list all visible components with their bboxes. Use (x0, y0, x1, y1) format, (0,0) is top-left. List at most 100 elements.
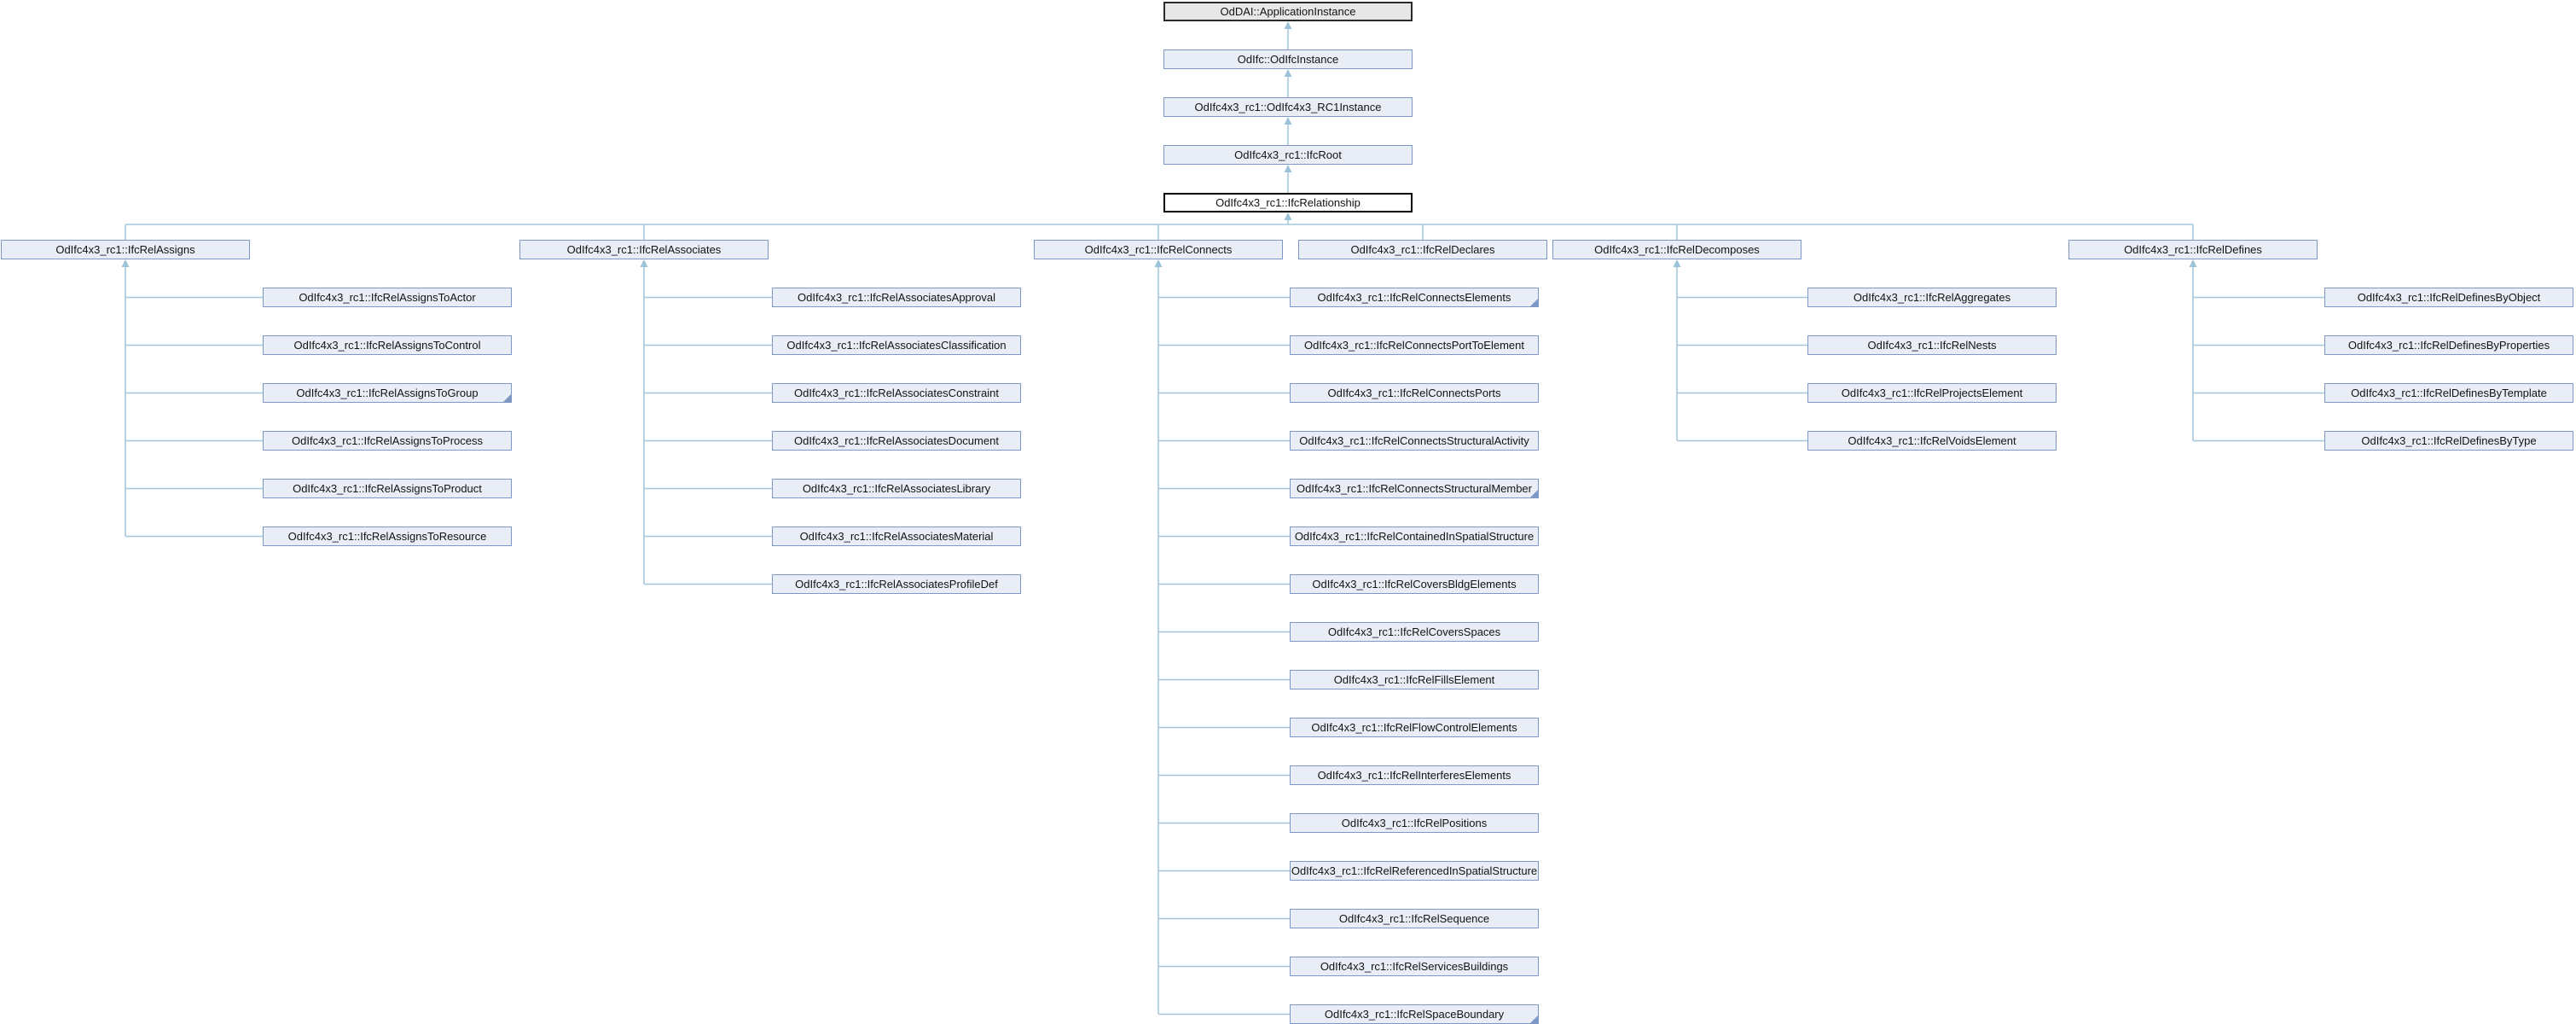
class-node-ifcrelassignstoresource[interactable]: OdIfc4x3_rc1::IfcRelAssignsToResource (263, 527, 512, 546)
class-name-label: OdIfc4x3_rc1::IfcRelContainedInSpatialSt… (1294, 530, 1535, 543)
class-node-ifcrelassignstoproduct[interactable]: OdIfc4x3_rc1::IfcRelAssignsToProduct (263, 479, 512, 498)
class-node-ifcrelservicesbuildings[interactable]: OdIfc4x3_rc1::IfcRelServicesBuildings (1290, 957, 1539, 976)
class-name-label: OdIfc4x3_rc1::IfcRelDefinesByProperties (2347, 339, 2550, 352)
arrowhead-icon (640, 259, 648, 267)
class-name-label: OdIfc4x3_rc1::IfcRelConnects (1084, 243, 1233, 256)
class-name-label: OdIfc4x3_rc1::IfcRelProjectsElement (1841, 387, 2023, 399)
class-name-label: OdIfc4x3_rc1::IfcRelConnectsPorts (1327, 387, 1501, 399)
class-name-label: OdIfc4x3_rc1::IfcRelDefines (2124, 243, 2262, 256)
arrowhead-icon (1154, 259, 1163, 267)
class-name-label: OdIfc4x3_rc1::IfcRelAggregates (1853, 291, 2011, 304)
class-node-ifcrelnests[interactable]: OdIfc4x3_rc1::IfcRelNests (1807, 335, 2057, 355)
class-node-ifcrelconnectsstructuralactivity[interactable]: OdIfc4x3_rc1::IfcRelConnectsStructuralAc… (1290, 431, 1539, 451)
class-name-label: OdDAI::ApplicationInstance (1220, 5, 1356, 18)
class-name-label: OdIfc4x3_rc1::IfcRelAssociatesLibrary (802, 482, 991, 495)
class-name-label: OdIfc4x3_rc1::IfcRelAssignsToProduct (293, 482, 482, 495)
class-name-label: OdIfc4x3_rc1::IfcRelServicesBuildings (1320, 960, 1509, 973)
class-name-label: OdIfc4x3_rc1::IfcRelAssociatesConstraint (794, 387, 999, 399)
class-node-ifcrelsequence[interactable]: OdIfc4x3_rc1::IfcRelSequence (1290, 909, 1539, 928)
class-node-ifcrelreferencedinspatialstructure[interactable]: OdIfc4x3_rc1::IfcRelReferencedInSpatialS… (1290, 861, 1539, 881)
class-node-ifcrelassociates[interactable]: OdIfc4x3_rc1::IfcRelAssociates (519, 240, 769, 259)
class-name-label: OdIfc4x3_rc1::IfcRelAssociatesProfileDef (795, 578, 998, 591)
class-name-label: OdIfc4x3_rc1::IfcRelConnectsElements (1317, 291, 1511, 304)
class-node-ifcreldefines[interactable]: OdIfc4x3_rc1::IfcRelDefines (2068, 240, 2318, 259)
class-name-label: OdIfc4x3_rc1::IfcRelAssociatesApproval (798, 291, 995, 304)
class-node-ifcreldefinesbyproperties[interactable]: OdIfc4x3_rc1::IfcRelDefinesByProperties (2324, 335, 2573, 355)
class-node-ifcrelassignstogroup[interactable]: OdIfc4x3_rc1::IfcRelAssignsToGroup (263, 383, 512, 403)
class-node-odifc4x3_rc1instance[interactable]: OdIfc4x3_rc1::OdIfc4x3_RC1Instance (1163, 97, 1413, 117)
class-node-ifcrelinterfereselements[interactable]: OdIfc4x3_rc1::IfcRelInterferesElements (1290, 765, 1539, 785)
class-name-label: OdIfc4x3_rc1::IfcRelFillsElement (1333, 673, 1495, 686)
class-name-label: OdIfc4x3_rc1::IfcRelFlowControlElements (1311, 721, 1517, 734)
arrowhead-icon (121, 259, 130, 267)
class-node-ifcrelconnectsstructuralmember[interactable]: OdIfc4x3_rc1::IfcRelConnectsStructuralMe… (1290, 479, 1539, 498)
class-name-label: OdIfc4x3_rc1::IfcRelAssociatesDocument (794, 434, 999, 447)
class-node-ifcrelcontainedinspatialstructure[interactable]: OdIfc4x3_rc1::IfcRelContainedInSpatialSt… (1290, 527, 1539, 546)
class-name-label: OdIfc4x3_rc1::IfcRelAssignsToProcess (292, 434, 483, 447)
class-node-ifcrelassignstoactor[interactable]: OdIfc4x3_rc1::IfcRelAssignsToActor (263, 288, 512, 307)
class-node-ifcrelassociateslibrary[interactable]: OdIfc4x3_rc1::IfcRelAssociatesLibrary (772, 479, 1021, 498)
class-name-label: OdIfc4x3_rc1::IfcRelDefinesByType (2361, 434, 2537, 447)
class-node-ifcrelpositions[interactable]: OdIfc4x3_rc1::IfcRelPositions (1290, 813, 1539, 833)
class-name-label: OdIfc4x3_rc1::IfcRelAssignsToControl (293, 339, 481, 352)
class-node-ifcrelcoversbldgelements[interactable]: OdIfc4x3_rc1::IfcRelCoversBldgElements (1290, 574, 1539, 594)
class-node-ifcrelassociatesclassification[interactable]: OdIfc4x3_rc1::IfcRelAssociatesClassifica… (772, 335, 1021, 355)
class-name-label: OdIfc4x3_rc1::IfcRelConnectsStructuralAc… (1299, 434, 1529, 447)
subclasses-indicator-icon (1530, 490, 1538, 497)
class-node-ifcrelconnectsporttoelement[interactable]: OdIfc4x3_rc1::IfcRelConnectsPortToElemen… (1290, 335, 1539, 355)
arrowhead-icon (1673, 259, 1681, 267)
class-name-label: OdIfc4x3_rc1::IfcRelDefinesByObject (2357, 291, 2541, 304)
arrowhead-icon (1284, 21, 1292, 29)
class-name-label: OdIfc4x3_rc1::IfcRelAssociatesClassifica… (786, 339, 1007, 352)
subclasses-indicator-icon (1530, 1015, 1538, 1023)
class-node-ifcreldeclares[interactable]: OdIfc4x3_rc1::IfcRelDeclares (1298, 240, 1547, 259)
class-node-ifcrelaggregates[interactable]: OdIfc4x3_rc1::IfcRelAggregates (1807, 288, 2057, 307)
class-node-ifcreldefinesbytemplate[interactable]: OdIfc4x3_rc1::IfcRelDefinesByTemplate (2324, 383, 2573, 403)
class-node-ifcreldefinesbyobject[interactable]: OdIfc4x3_rc1::IfcRelDefinesByObject (2324, 288, 2573, 307)
class-node-ifcrelassociatesdocument[interactable]: OdIfc4x3_rc1::IfcRelAssociatesDocument (772, 431, 1021, 451)
class-node-ifcrelfillselement[interactable]: OdIfc4x3_rc1::IfcRelFillsElement (1290, 670, 1539, 689)
class-node-ifcrelcoversspaces[interactable]: OdIfc4x3_rc1::IfcRelCoversSpaces (1290, 622, 1539, 642)
class-name-label: OdIfc4x3_rc1::IfcRelAssigns (55, 243, 195, 256)
class-node-ifcrelvoidselement[interactable]: OdIfc4x3_rc1::IfcRelVoidsElement (1807, 431, 2057, 451)
class-name-label: OdIfc4x3_rc1::IfcRelSpaceBoundary (1324, 1008, 1505, 1021)
class-node-ifcroot[interactable]: OdIfc4x3_rc1::IfcRoot (1163, 145, 1413, 165)
class-name-label: OdIfc4x3_rc1::IfcRoot (1234, 148, 1342, 161)
class-node-ifcrelassociatesmaterial[interactable]: OdIfc4x3_rc1::IfcRelAssociatesMaterial (772, 527, 1021, 546)
class-node-ifcreldefinesbytype[interactable]: OdIfc4x3_rc1::IfcRelDefinesByType (2324, 431, 2573, 451)
class-node-ifcrelconnectselements[interactable]: OdIfc4x3_rc1::IfcRelConnectsElements (1290, 288, 1539, 307)
class-name-label: OdIfc4x3_rc1::IfcRelAssignsToActor (299, 291, 476, 304)
class-name-label: OdIfc4x3_rc1::IfcRelVoidsElement (1848, 434, 2016, 447)
class-name-label: OdIfc4x3_rc1::IfcRelDeclares (1350, 243, 1495, 256)
arrowhead-icon (1284, 69, 1292, 77)
class-node-ifcrelassigns[interactable]: OdIfc4x3_rc1::IfcRelAssigns (1, 240, 250, 259)
class-node-odifcinstance[interactable]: OdIfc::OdIfcInstance (1163, 49, 1413, 69)
class-node-ifcrelconnectsports[interactable]: OdIfc4x3_rc1::IfcRelConnectsPorts (1290, 383, 1539, 403)
class-name-label: OdIfc4x3_rc1::IfcRelationship (1215, 196, 1361, 209)
class-node-ifcrelassociatesprofiledef[interactable]: OdIfc4x3_rc1::IfcRelAssociatesProfileDef (772, 574, 1021, 594)
class-name-label: OdIfc4x3_rc1::IfcRelConnectsStructuralMe… (1297, 482, 1532, 495)
class-node-ifcrelassociatesconstraint[interactable]: OdIfc4x3_rc1::IfcRelAssociatesConstraint (772, 383, 1021, 403)
class-name-label: OdIfc4x3_rc1::IfcRelAssignsToResource (287, 530, 487, 543)
class-node-applicationinstance: OdDAI::ApplicationInstance (1163, 2, 1413, 21)
arrowhead-icon (1284, 165, 1292, 172)
arrowhead-icon (1284, 117, 1292, 125)
class-name-label: OdIfc4x3_rc1::IfcRelInterferesElements (1317, 769, 1511, 782)
class-node-ifcrelassignstocontrol[interactable]: OdIfc4x3_rc1::IfcRelAssignsToControl (263, 335, 512, 355)
class-name-label: OdIfc4x3_rc1::IfcRelNests (1867, 339, 1997, 352)
class-name-label: OdIfc4x3_rc1::IfcRelAssociatesMaterial (799, 530, 994, 543)
class-name-label: OdIfc4x3_rc1::IfcRelAssociates (566, 243, 722, 256)
class-node-ifcrelconnects[interactable]: OdIfc4x3_rc1::IfcRelConnects (1034, 240, 1283, 259)
class-name-label: OdIfc4x3_rc1::IfcRelCoversBldgElements (1312, 578, 1517, 591)
class-node-ifcrelationship: OdIfc4x3_rc1::IfcRelationship (1163, 193, 1413, 212)
class-node-ifcreldecomposes[interactable]: OdIfc4x3_rc1::IfcRelDecomposes (1552, 240, 1801, 259)
subclasses-indicator-icon (503, 394, 511, 402)
class-node-ifcrelspaceboundary[interactable]: OdIfc4x3_rc1::IfcRelSpaceBoundary (1290, 1004, 1539, 1024)
class-name-label: OdIfc4x3_rc1::IfcRelAssignsToGroup (296, 387, 479, 399)
class-node-ifcrelflowcontrolelements[interactable]: OdIfc4x3_rc1::IfcRelFlowControlElements (1290, 718, 1539, 737)
class-node-ifcrelassociatesapproval[interactable]: OdIfc4x3_rc1::IfcRelAssociatesApproval (772, 288, 1021, 307)
class-node-ifcrelprojectselement[interactable]: OdIfc4x3_rc1::IfcRelProjectsElement (1807, 383, 2057, 403)
class-node-ifcrelassignstoprocess[interactable]: OdIfc4x3_rc1::IfcRelAssignsToProcess (263, 431, 512, 451)
